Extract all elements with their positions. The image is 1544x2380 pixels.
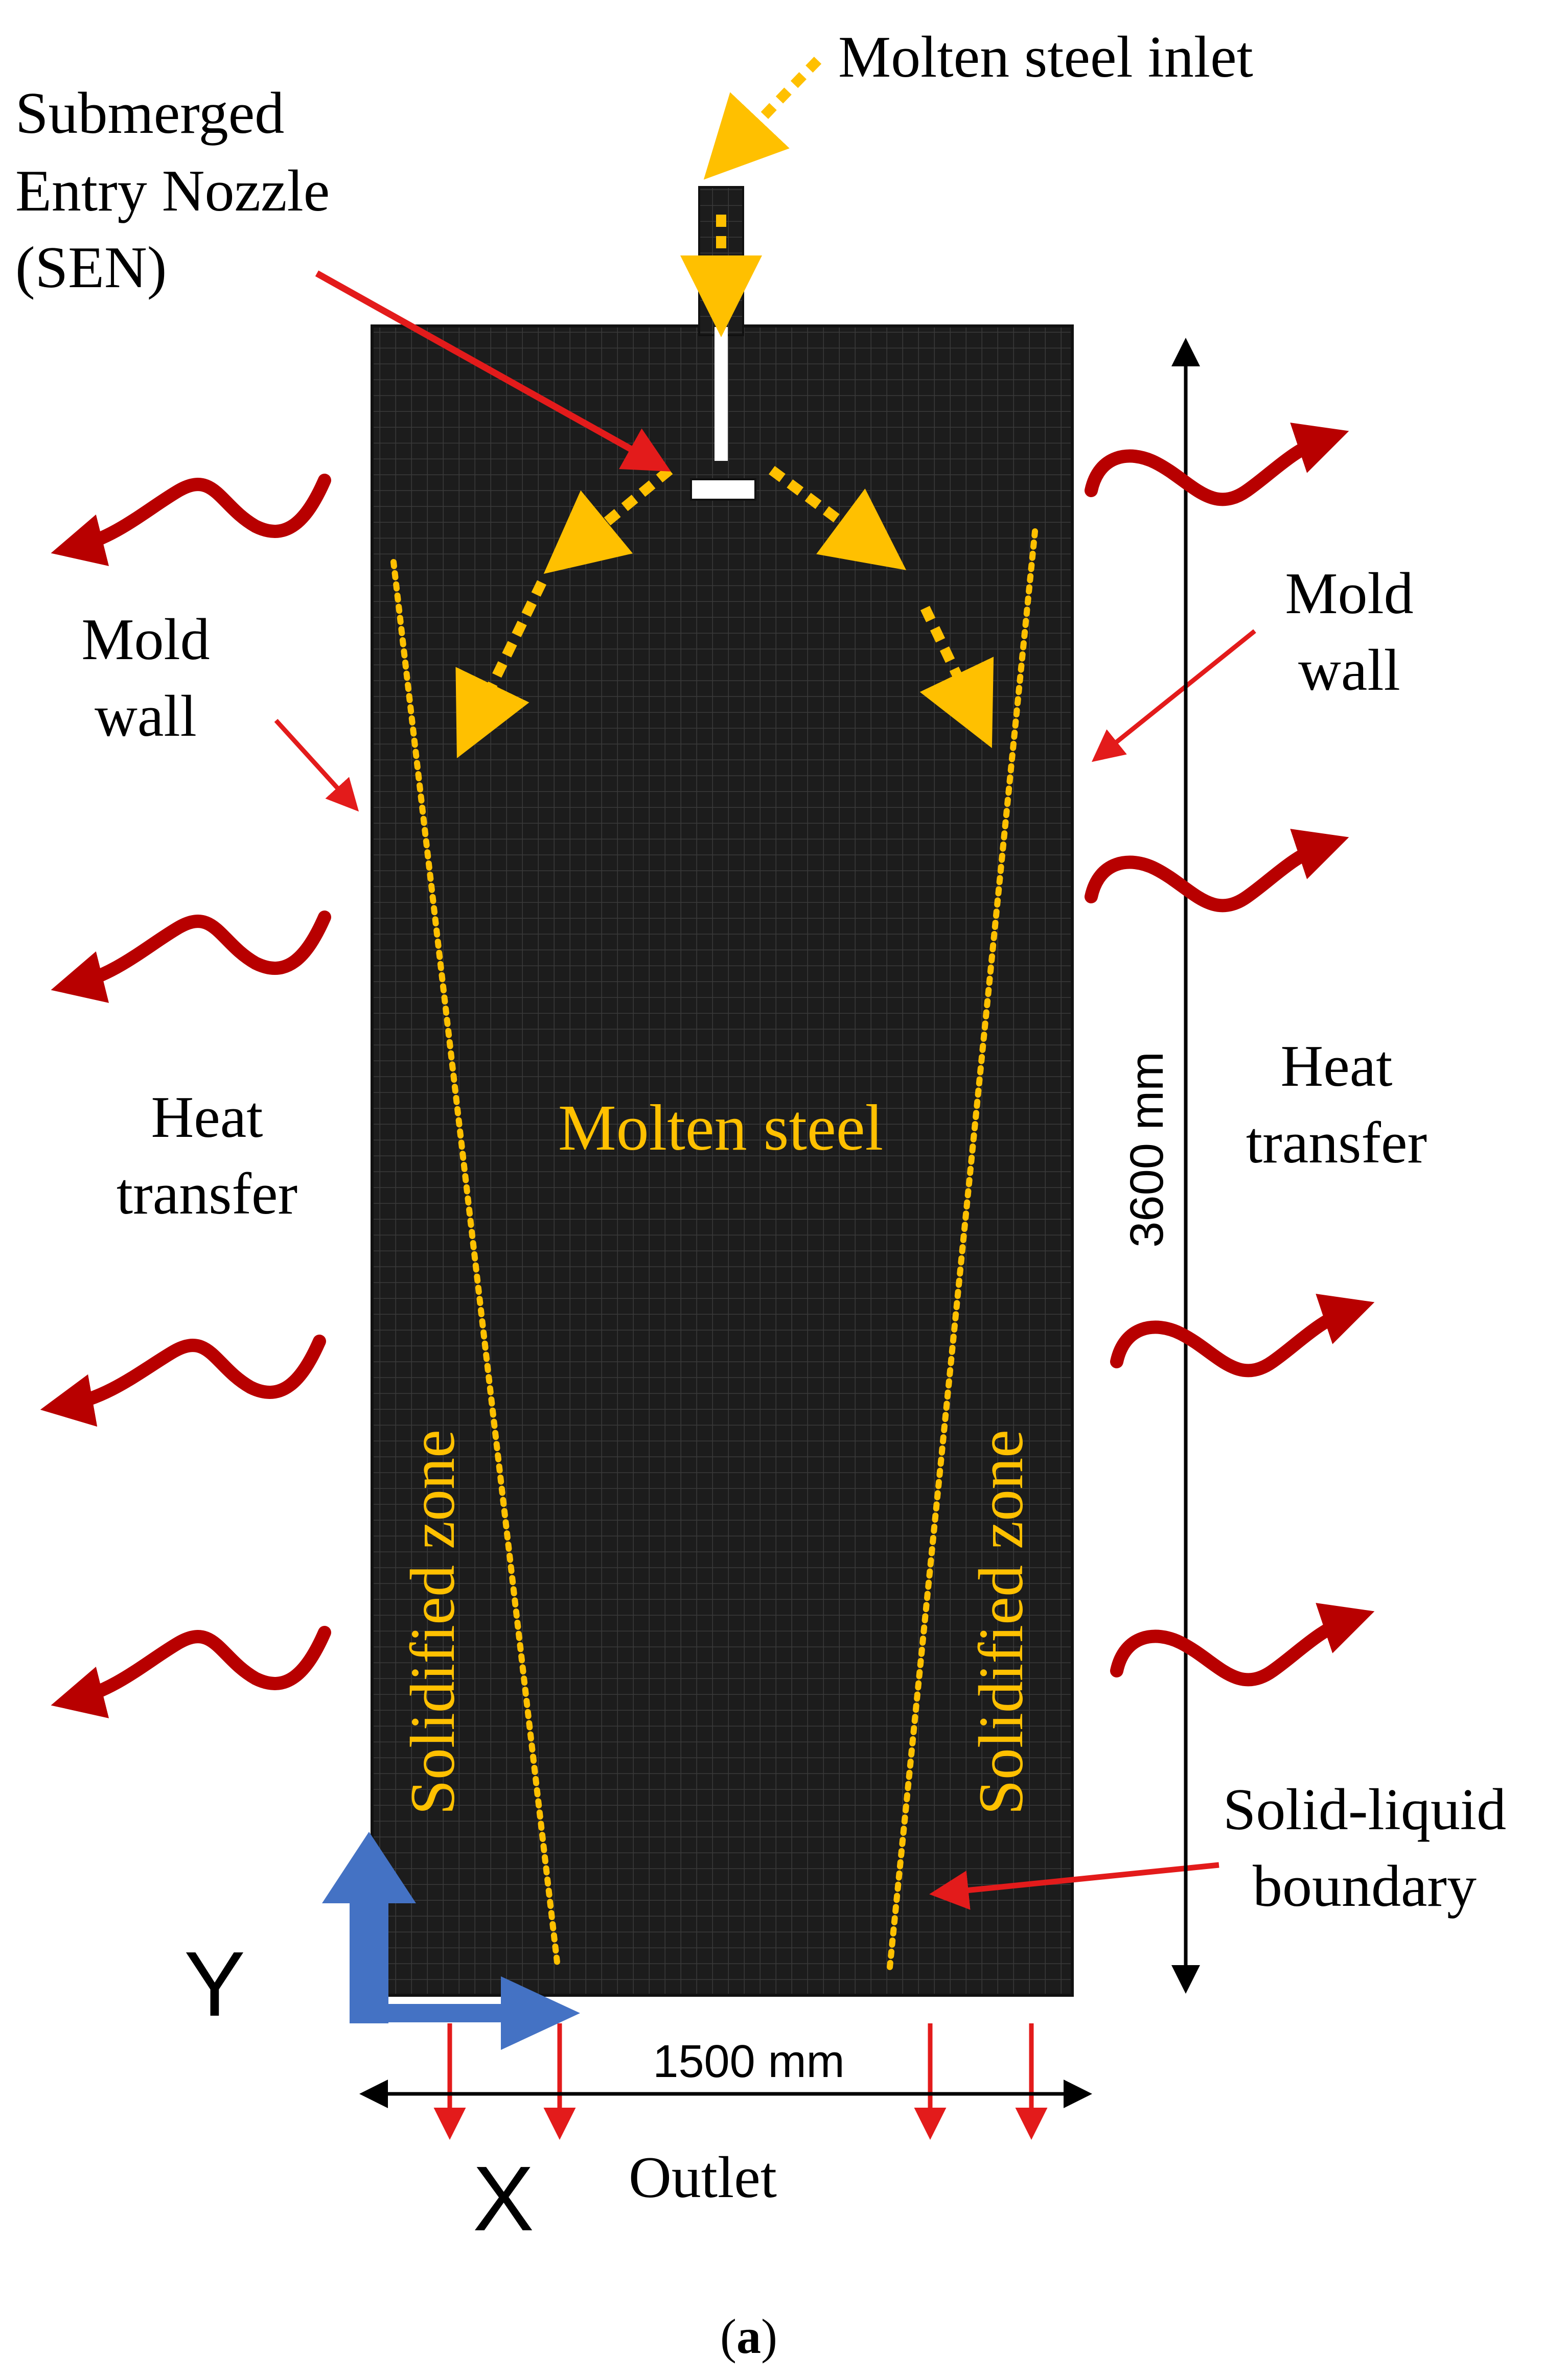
heat-arrow-left-3 bbox=[40, 1335, 326, 1427]
heat-arrows-right bbox=[1085, 423, 1375, 1687]
y-axis-arrow bbox=[322, 1832, 416, 2023]
mold-mesh-body bbox=[371, 324, 1074, 1997]
boundary-label-line-1: Solid-liquid bbox=[1223, 1777, 1506, 1842]
heat-arrow-left-1 bbox=[51, 474, 331, 566]
inlet-label: Molten steel inlet bbox=[838, 25, 1253, 90]
molten-steel-label: Molten steel bbox=[558, 1091, 883, 1164]
height-dimension-label: 3600 mm bbox=[1121, 1052, 1173, 1248]
caption-open: ( bbox=[720, 2309, 736, 2364]
recirculation-arrow-left bbox=[455, 580, 547, 759]
mold-wall-right-line-1: Mold bbox=[1285, 561, 1413, 626]
width-dimension-label: 1500 mm bbox=[653, 2036, 844, 2087]
sen-label-line-3: (SEN) bbox=[15, 235, 167, 300]
caption-letter: a bbox=[736, 2309, 761, 2364]
solidified-zone-label-right: Solidified zone bbox=[966, 1430, 1036, 1815]
solid-liquid-boundary-right bbox=[886, 528, 1038, 1975]
heat-arrow-right-2 bbox=[1085, 829, 1349, 913]
sen-label-line-2: Entry Nozzle bbox=[15, 158, 330, 224]
figure-caption: (a) bbox=[720, 2309, 777, 2364]
heat-arrow-left-4 bbox=[51, 1626, 331, 1718]
heat-arrow-right-1 bbox=[1085, 423, 1349, 506]
mold-wall-left-line-1: Mold bbox=[81, 607, 210, 672]
sen-port bbox=[690, 478, 756, 501]
mold-wall-pointer-left bbox=[274, 718, 359, 812]
sen-pointer-arrow bbox=[315, 270, 671, 472]
mold-wall-pointer-right bbox=[1091, 629, 1256, 762]
heat-transfer-right-line-1: Heat bbox=[1281, 1034, 1393, 1099]
caption-close: ) bbox=[761, 2309, 777, 2364]
heat-arrows-left bbox=[40, 474, 331, 1718]
x-axis-arrow bbox=[350, 1976, 580, 2050]
x-axis-label: X bbox=[473, 2148, 534, 2250]
outlet-label: Outlet bbox=[629, 2145, 777, 2210]
heat-arrow-right-3 bbox=[1110, 1294, 1375, 1378]
mold-wall-right-line-2: wall bbox=[1298, 638, 1400, 703]
solidified-zone-label-left: Solidified zone bbox=[398, 1430, 468, 1815]
mold-wall-left-line-2: wall bbox=[95, 684, 197, 749]
sen-gap bbox=[715, 327, 728, 461]
jet-arrow-right bbox=[769, 465, 907, 570]
heat-transfer-left-line-2: transfer bbox=[117, 1161, 297, 1227]
inlet-arrow bbox=[703, 57, 822, 180]
heat-arrow-left-2 bbox=[51, 911, 331, 1003]
y-axis-label: Y bbox=[184, 1933, 245, 2036]
heat-transfer-right-line-2: transfer bbox=[1246, 1110, 1427, 1176]
heat-transfer-left-line-1: Heat bbox=[151, 1085, 263, 1150]
boundary-label-line-2: boundary bbox=[1253, 1854, 1477, 1919]
heat-arrow-right-4 bbox=[1110, 1603, 1375, 1687]
solid-liquid-boundary-left bbox=[390, 559, 560, 1965]
sen-label-line-1: Submerged bbox=[15, 81, 284, 146]
